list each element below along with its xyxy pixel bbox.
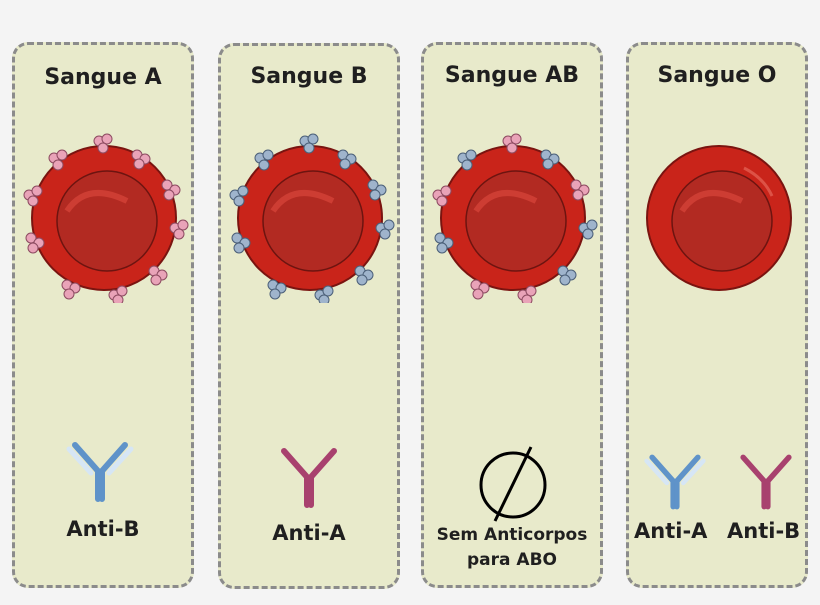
antigen-b-cluster (434, 149, 598, 286)
antibody-label: Anti-B (66, 517, 140, 541)
antibody-blue-icon (644, 454, 706, 510)
no-antibodies-line-1: Sem Anticorpos (436, 525, 588, 545)
panel-title: Sangue AB (444, 63, 580, 88)
antibody-blue-icon (66, 442, 134, 502)
antibody-magenta-icon (281, 448, 337, 508)
red-blood-cell-with-a-and-b-antigens (432, 133, 598, 303)
red-blood-cell-icon (31, 145, 177, 291)
empty-set-icon (479, 446, 547, 522)
panel-sangue-b: Sangue B Anti-A (218, 43, 400, 589)
panel-sangue-ab: Sangue AB (421, 42, 603, 588)
red-blood-cell-with-b-antigens (229, 133, 395, 303)
panel-title: Sangue B (250, 64, 368, 89)
red-blood-cell-with-a-antigens (23, 133, 189, 303)
red-blood-cell-icon (237, 145, 383, 291)
antigen-a-cluster (432, 133, 590, 303)
panel-sangue-a: Sangue A (12, 42, 194, 588)
red-blood-cell-icon (646, 145, 792, 291)
antigen-a-cluster (23, 133, 189, 303)
panel-sangue-o: Sangue O Anti-A Anti-B (626, 42, 808, 588)
antibody-label: Anti-A (272, 521, 346, 545)
no-antibodies-label: Sem Anticorpos para ABO (424, 523, 600, 572)
red-blood-cell-no-antigens (646, 145, 792, 291)
panel-title: Sangue O (657, 63, 777, 88)
antibody-label-anti-b: Anti-B (727, 519, 801, 543)
antigen-b-cluster (229, 133, 395, 303)
antibody-label-anti-a: Anti-A (634, 519, 708, 543)
panel-title: Sangue A (44, 65, 162, 90)
no-antibodies-line-2: para ABO (467, 549, 557, 570)
antibody-magenta-icon (740, 454, 792, 510)
